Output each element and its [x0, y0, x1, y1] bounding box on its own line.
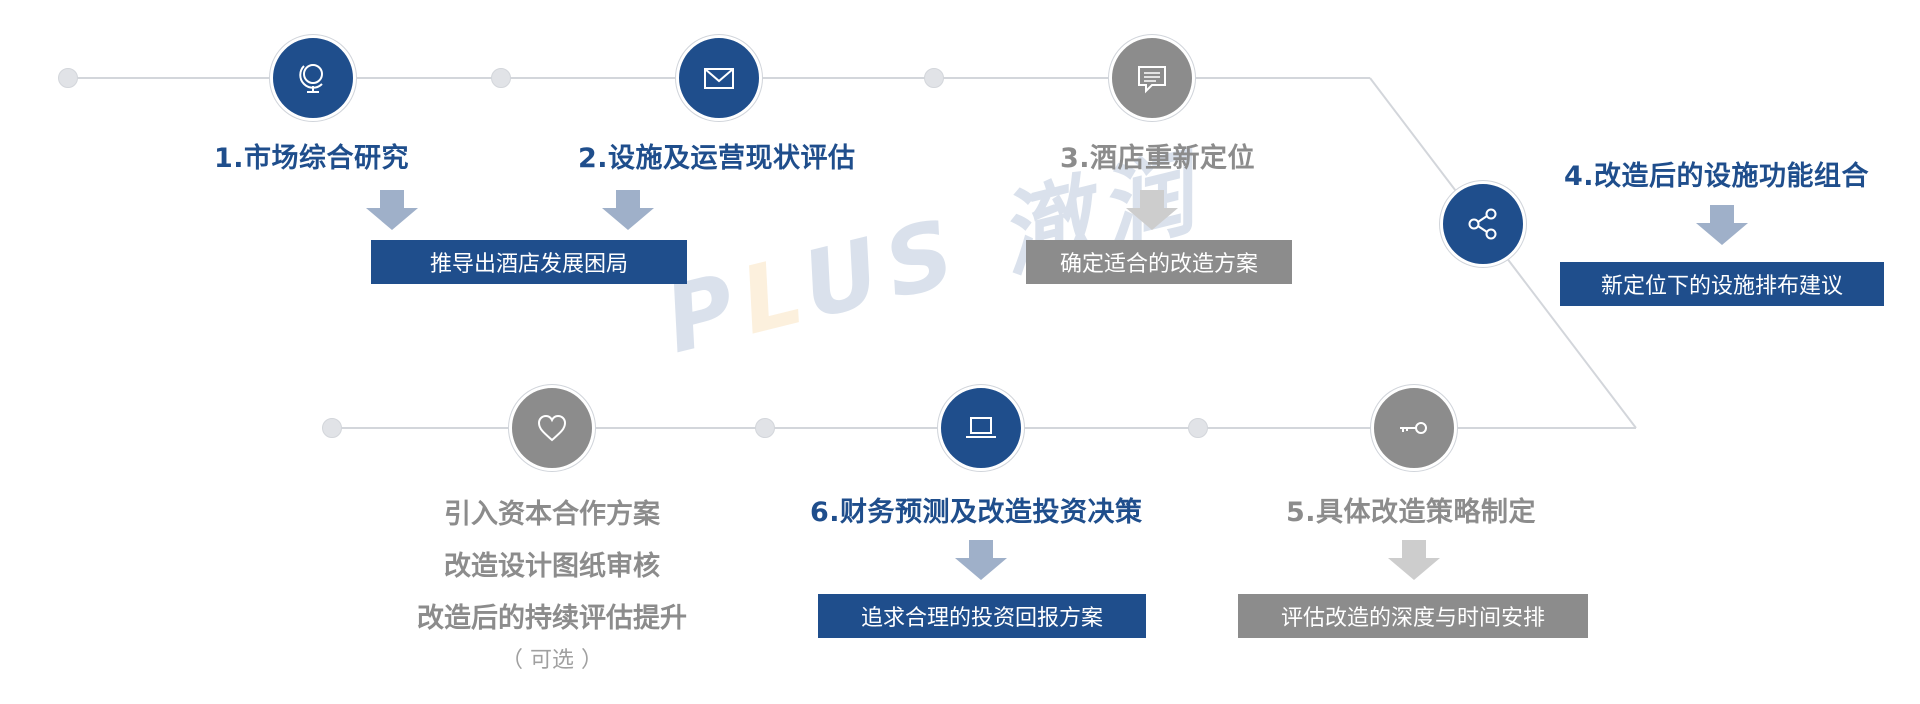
step-1-2-result-box: 推导出酒店发展困局: [371, 240, 687, 284]
optional-node: [509, 385, 595, 471]
optional-item-3: 改造后的持续评估提升: [417, 603, 687, 634]
envelope-icon: [704, 68, 734, 89]
connector-dot: [755, 418, 775, 438]
share-icon: [1468, 208, 1497, 240]
step-2-down-arrow: [602, 190, 654, 230]
step-6-title: 6.财务预测及改造投资决策: [810, 497, 1143, 528]
connector-dot: [1188, 418, 1208, 438]
step-5-result-box: 评估改造的深度与时间安排: [1238, 594, 1588, 638]
step-3-node: [1109, 35, 1195, 121]
optional-note: （ 可选 ）: [501, 648, 603, 673]
laptop-icon: [966, 417, 996, 438]
step-1-down-arrow: [366, 190, 418, 230]
step-1-title: 1.市场综合研究: [214, 143, 410, 174]
step-6-result-box: 追求合理的投资回报方案: [818, 594, 1146, 638]
step-3-down-arrow: [1126, 190, 1178, 230]
step-5-title: 5.具体改造策略制定: [1286, 497, 1537, 528]
step-1-node: [270, 35, 356, 121]
connector-dot: [58, 68, 78, 88]
step-6-node: [938, 385, 1024, 471]
step-5-node: [1371, 385, 1457, 471]
step-6-down-arrow: [955, 540, 1007, 580]
step-4-result-box: 新定位下的设施排布建议: [1560, 262, 1884, 306]
step-2-node: [676, 35, 762, 121]
optional-item-1: 引入资本合作方案: [444, 499, 660, 530]
key-icon: [1400, 422, 1427, 434]
connector-dot: [491, 68, 511, 88]
step-5-down-arrow: [1388, 540, 1440, 580]
connector-dot: [924, 68, 944, 88]
step-4-down-arrow: [1696, 205, 1748, 245]
step-4-title: 4.改造后的设施功能组合: [1564, 161, 1870, 192]
connector-dot: [322, 418, 342, 438]
heart-icon: [537, 414, 567, 442]
step-4-node: [1440, 181, 1526, 267]
step-3-result-box: 确定适合的改造方案: [1026, 240, 1292, 284]
chat-icon: [1138, 66, 1166, 94]
step-3-title: 3.酒店重新定位: [1060, 143, 1256, 174]
step-2-title: 2.设施及运营现状评估: [578, 143, 856, 174]
optional-item-2: 改造设计图纸审核: [444, 551, 660, 582]
globe-icon: [299, 64, 323, 93]
